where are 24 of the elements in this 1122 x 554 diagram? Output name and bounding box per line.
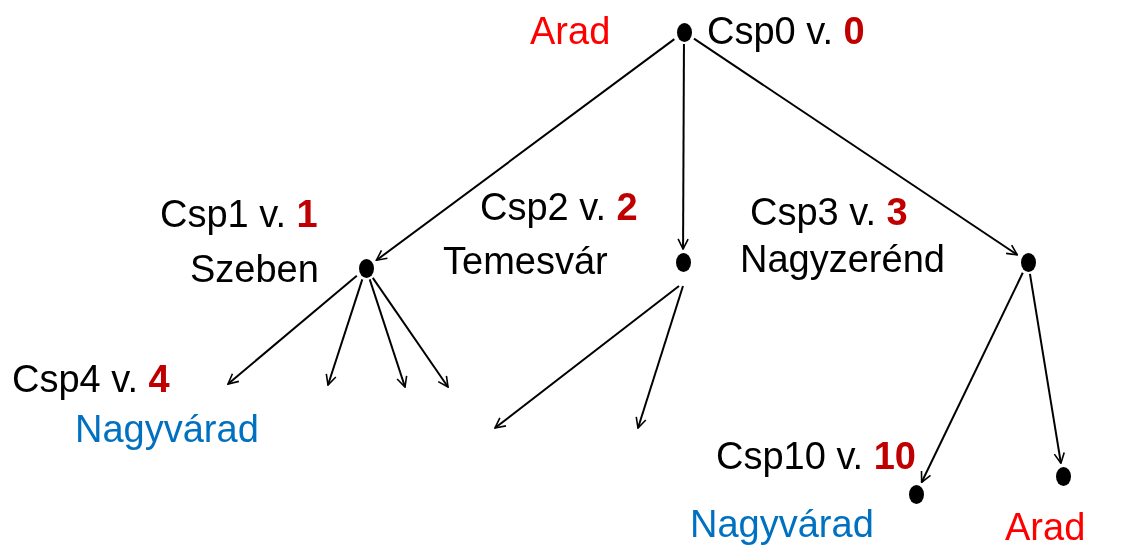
- node-label: Csp10 v. 10: [716, 434, 916, 478]
- arrow: [375, 38, 676, 262]
- arrow: [635, 285, 684, 429]
- node-label: Temesvár: [443, 239, 608, 283]
- node-label: Csp1 v. 1: [160, 192, 318, 236]
- arrow: [371, 276, 449, 388]
- arrow: [494, 285, 680, 429]
- arrow: [920, 271, 1024, 484]
- arrow: [1028, 272, 1065, 465]
- node-label: Arad: [1005, 505, 1086, 549]
- arrow: [368, 278, 408, 388]
- node-label: Csp4 v. 4: [12, 357, 170, 401]
- arrow: [227, 274, 358, 385]
- node-label: Csp2 v. 2: [480, 185, 638, 229]
- arrow: [677, 43, 689, 250]
- arrow: [325, 278, 364, 386]
- node-label: Nagyzerénd: [740, 237, 945, 281]
- node-label: Csp0 v. 0: [707, 9, 865, 53]
- node-label: Csp3 v. 3: [750, 190, 908, 234]
- arrow: [693, 37, 1019, 256]
- node-label: Arad: [530, 9, 611, 53]
- node-label: Szeben: [190, 247, 319, 291]
- node-label: Nagyvárad: [75, 407, 259, 451]
- node-label: Nagyvárad: [690, 502, 874, 546]
